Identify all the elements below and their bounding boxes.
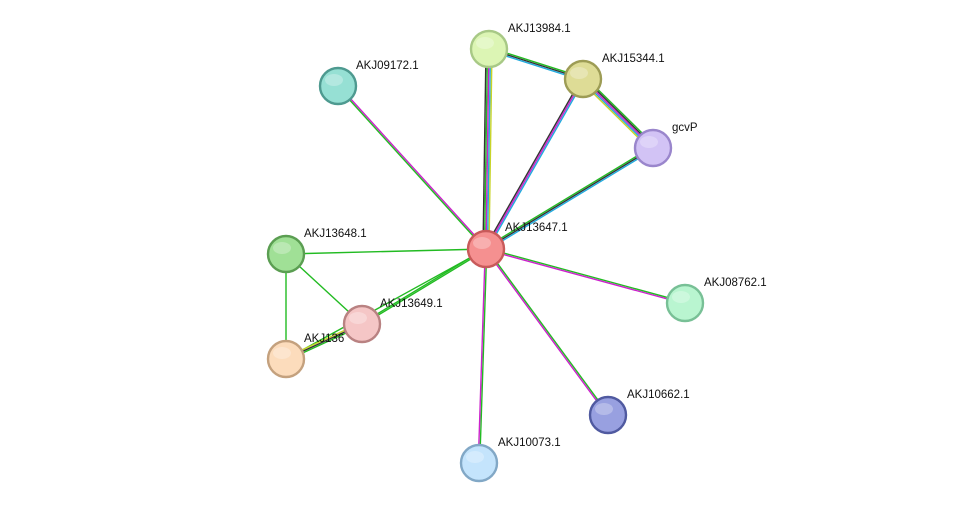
edge-AKJ13647.1-AKJ15344.1 [484, 77, 585, 251]
node-circle[interactable] [563, 59, 603, 99]
edge-line [486, 148, 655, 251]
node-AKJ13647.1[interactable]: AKJ13647.1 [466, 222, 568, 269]
node-label: AKJ10073.1 [498, 437, 561, 449]
node-highlight [672, 291, 690, 303]
node-label: AKJ13647.1 [505, 222, 568, 234]
node-AKJ13650.1[interactable]: AKJ136 [266, 333, 344, 379]
node-label: AKJ13984.1 [508, 23, 571, 35]
edge-line [485, 78, 584, 250]
edge-AKJ13647.1-AKJ10662.1 [484, 248, 610, 416]
node-AKJ10073.1[interactable]: AKJ10073.1 [459, 437, 561, 483]
edge-line [486, 79, 585, 251]
edge-line [479, 249, 488, 464]
node-label: AKJ10662.1 [627, 389, 690, 401]
edge-AKJ13647.1-AKJ13650.1 [285, 248, 487, 360]
node-AKJ13649.1[interactable]: AKJ13649.1 [342, 298, 443, 344]
node-label: AKJ15344.1 [602, 53, 665, 65]
edge-AKJ13647.1-AKJ10073.1 [477, 248, 488, 464]
edge-line [482, 48, 487, 249]
edge-AKJ13647.1-gcvP [484, 146, 655, 251]
node-highlight [273, 347, 291, 359]
node-highlight [570, 67, 588, 79]
edge-line [485, 48, 490, 250]
edge-line [484, 77, 583, 249]
edge-line [486, 49, 492, 250]
edge-line [362, 249, 487, 326]
node-highlight [595, 403, 613, 415]
node-AKJ10662.1[interactable]: AKJ10662.1 [588, 389, 690, 435]
edge-line [484, 249, 608, 416]
node-gcvP[interactable]: gcvP [633, 122, 698, 168]
edge-line [486, 247, 686, 303]
node-circle[interactable] [459, 443, 499, 483]
edge-line [338, 85, 488, 249]
node-AKJ09172.1[interactable]: AKJ09172.1 [318, 60, 419, 106]
node-circle[interactable] [469, 29, 509, 69]
node-highlight [466, 451, 484, 463]
node-circle[interactable] [318, 66, 358, 106]
node-circle[interactable] [665, 283, 705, 323]
edge-line [485, 249, 685, 305]
node-label: AKJ08762.1 [704, 277, 767, 289]
node-label: AKJ13648.1 [304, 228, 367, 240]
edge-line [484, 146, 653, 249]
node-circle[interactable] [466, 229, 506, 269]
edge-line [285, 248, 487, 360]
edge-line [336, 86, 486, 250]
node-circle[interactable] [342, 304, 382, 344]
edge-AKJ13647.1-AKJ13648.1 [285, 248, 487, 255]
node-highlight [473, 237, 491, 249]
edge-line [486, 248, 610, 415]
node-circle[interactable] [266, 234, 306, 274]
edge-line [488, 49, 493, 250]
edge-AKJ13647.1-AKJ08762.1 [485, 247, 686, 305]
node-highlight [349, 312, 367, 324]
node-label: gcvP [672, 122, 698, 134]
node-circle[interactable] [266, 339, 306, 379]
node-label: AKJ13649.1 [380, 298, 443, 310]
node-AKJ13648.1[interactable]: AKJ13648.1 [266, 228, 367, 274]
node-AKJ08762.1[interactable]: AKJ08762.1 [665, 277, 767, 323]
node-label: AKJ09172.1 [356, 60, 419, 72]
edge-line [485, 147, 654, 250]
node-highlight [273, 242, 291, 254]
node-highlight [325, 74, 343, 86]
node-circle[interactable] [633, 128, 673, 168]
node-label: AKJ136 [304, 333, 344, 345]
edge-line [285, 248, 487, 255]
node-AKJ13984.1[interactable]: AKJ13984.1 [469, 23, 571, 69]
edges-layer [285, 46, 686, 464]
edge-line [483, 48, 489, 249]
node-highlight [640, 136, 658, 148]
node-highlight [476, 37, 494, 49]
node-AKJ15344.1[interactable]: AKJ15344.1 [563, 53, 665, 99]
node-circle[interactable] [588, 395, 628, 435]
edge-AKJ13647.1-AKJ13984.1 [482, 48, 493, 250]
edge-AKJ13647.1-AKJ09172.1 [336, 85, 488, 250]
edge-line [477, 248, 486, 463]
